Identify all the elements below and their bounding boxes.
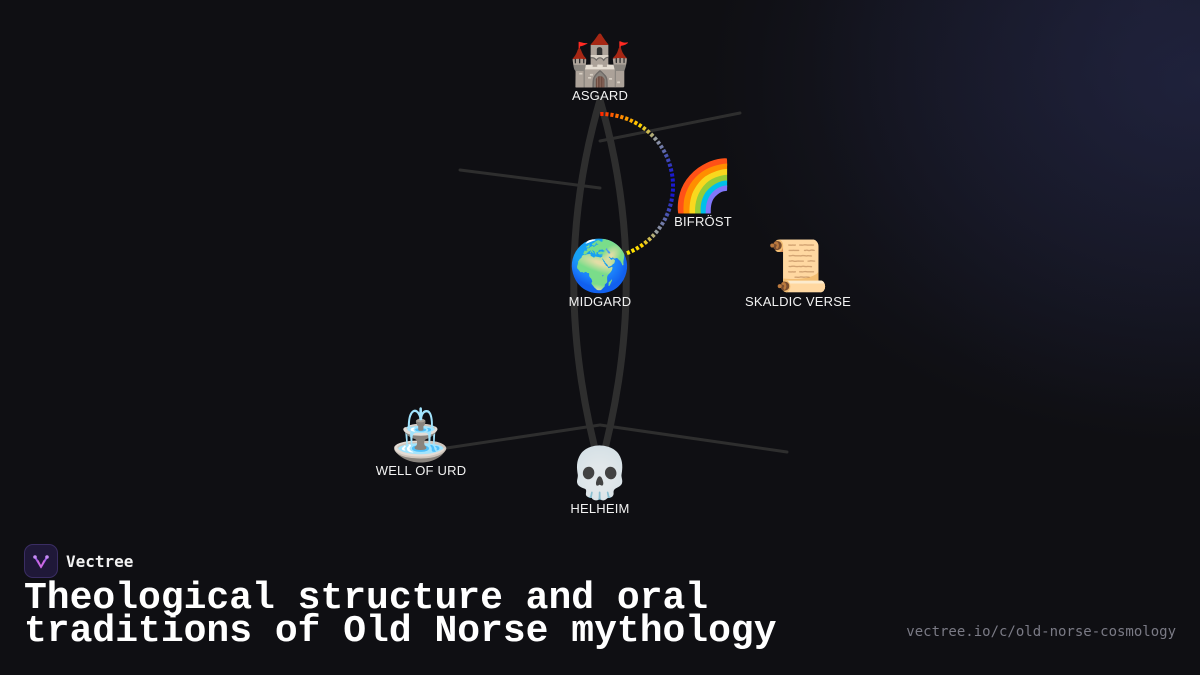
trunk-right-edge [596,96,630,472]
source-url[interactable]: vectree.io/c/old-norse-cosmology [906,624,1176,640]
rainbow-segment [641,125,647,131]
node-label-skaldic-verse: SKALDIC VERSE [745,294,851,309]
rainbow-segment [669,198,674,203]
node-bifrost[interactable]: 🌈 BIFRÖST [672,158,734,229]
rainbow-segment [614,113,619,119]
rainbow-segment [662,216,668,222]
root-right [598,423,789,454]
node-label-bifrost: BIFRÖST [674,214,732,229]
rainbow-segment [669,173,675,177]
rainbow-segment [635,245,640,251]
rainbow-segment [610,112,614,118]
rainbow-segment [663,153,669,158]
branch-upper-left [458,168,602,190]
node-label-asgard: ASGARD [571,88,629,103]
rainbow-segment [667,163,673,168]
rainbow-segment [661,148,667,154]
globe-icon: 🌍 [568,238,632,294]
rainbow-segment [665,158,671,163]
rainbow-segment [659,221,665,226]
rainbow-segment [633,120,639,126]
vectree-logo-icon [24,544,58,578]
scroll-icon: 📜 [766,238,830,294]
rainbow-segment [645,129,651,135]
rainbow-segment [668,203,673,208]
trunk-left-edge [570,96,604,472]
rainbow-segment [664,212,670,217]
rainbow-segment [624,116,629,122]
rainbow-segment [630,248,636,254]
node-label-midgard: MIDGARD [568,294,632,309]
rainbow-segment [619,114,624,120]
node-skaldic-verse[interactable]: 📜 SKALDIC VERSE [745,238,851,309]
node-helheim[interactable]: 💀 HELHEIM [569,445,631,516]
node-label-well-of-urd: WELL OF URD [375,463,467,478]
node-midgard[interactable]: 🌍 MIDGARD [569,238,632,309]
rainbow-segment [652,136,658,142]
root-left [438,423,602,451]
rainbow-segment [666,207,672,213]
rainbow-segment [649,132,655,138]
rainbow-icon: 🌈 [671,158,735,214]
branch-upper-right [598,111,742,143]
fountain-icon: ⛲ [389,407,453,463]
rainbow-segment [626,250,631,256]
rainbow-segment [668,168,674,173]
rainbow-segment [629,118,634,124]
rainbow-segment [657,225,663,231]
rainbow-segment [637,123,643,129]
rainbow-segment [658,144,664,150]
rainbow-segment [639,242,645,248]
brand[interactable]: Vectree [24,544,133,578]
node-asgard[interactable]: 🏰 ASGARD [569,32,631,103]
castle-icon: 🏰 [568,32,632,88]
rainbow-segment [653,229,660,235]
rainbow-segment [656,140,662,146]
brand-name: Vectree [66,551,134,571]
rainbow-segment [647,236,653,242]
page-title: Theological structure and oral tradition… [24,577,777,653]
rainbow-segment [643,239,649,245]
rainbow-segment [650,233,656,239]
bifrost-rainbow-arc [600,111,676,256]
node-well-of-urd[interactable]: ⛲ WELL OF URD [376,407,467,478]
skull-icon: 💀 [568,445,632,501]
node-label-helheim: HELHEIM [570,501,630,516]
